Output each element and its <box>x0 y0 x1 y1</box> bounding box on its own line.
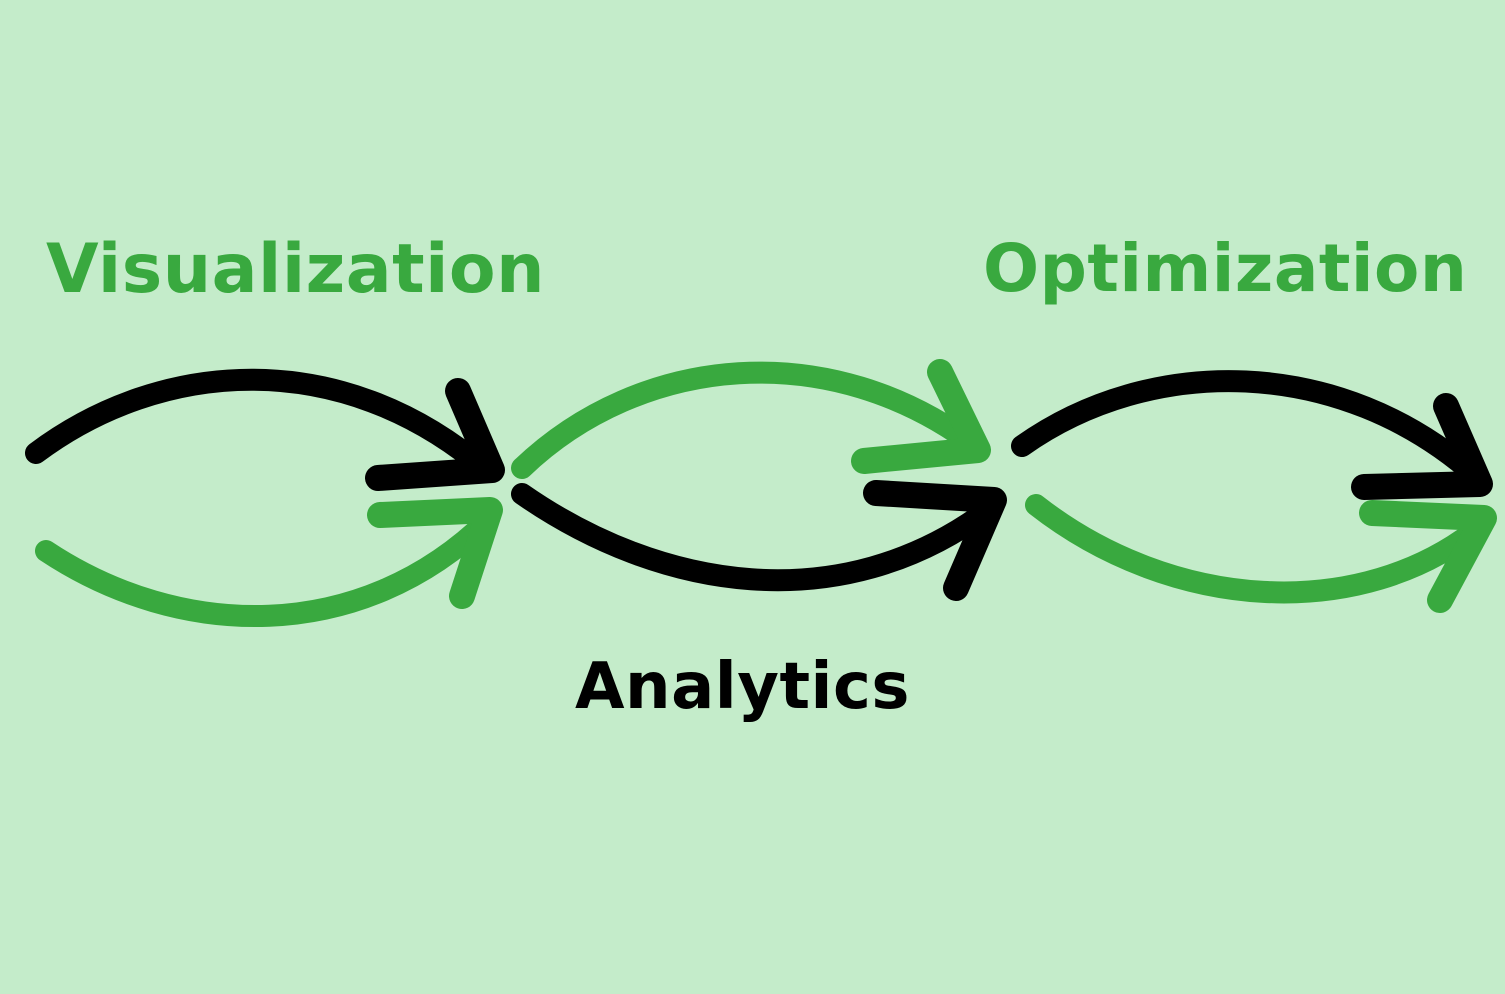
arrow-3-top-shaft <box>1011 370 1487 487</box>
arrow-2-bottom-head <box>863 480 1007 601</box>
label-visualization: Visualization <box>46 230 546 309</box>
arrow-1-bottom <box>35 497 503 628</box>
arrow-2-top <box>511 359 991 479</box>
arrow-3-bottom-head <box>1359 500 1497 613</box>
arrow-1-bottom-shaft <box>35 509 499 628</box>
arrow-1-bottom-head <box>367 497 503 609</box>
arrow-2-top-head <box>851 359 991 474</box>
arrow-3-bottom-shaft <box>1025 494 1493 604</box>
arrow-1-top-head <box>365 378 505 491</box>
arrow-2-bottom <box>511 480 1007 601</box>
arrow-3-bottom <box>1025 494 1497 613</box>
arrow-3-top <box>1011 370 1493 500</box>
arrow-3-top-head <box>1351 393 1493 500</box>
label-analytics: Analytics <box>575 650 910 724</box>
arrow-1-top-shaft <box>25 368 497 481</box>
label-optimization: Optimization <box>983 230 1468 307</box>
arrow-2-top-shaft <box>511 361 989 479</box>
arrow-1-top <box>25 368 505 491</box>
arrow-2-bottom-shaft <box>511 483 999 592</box>
